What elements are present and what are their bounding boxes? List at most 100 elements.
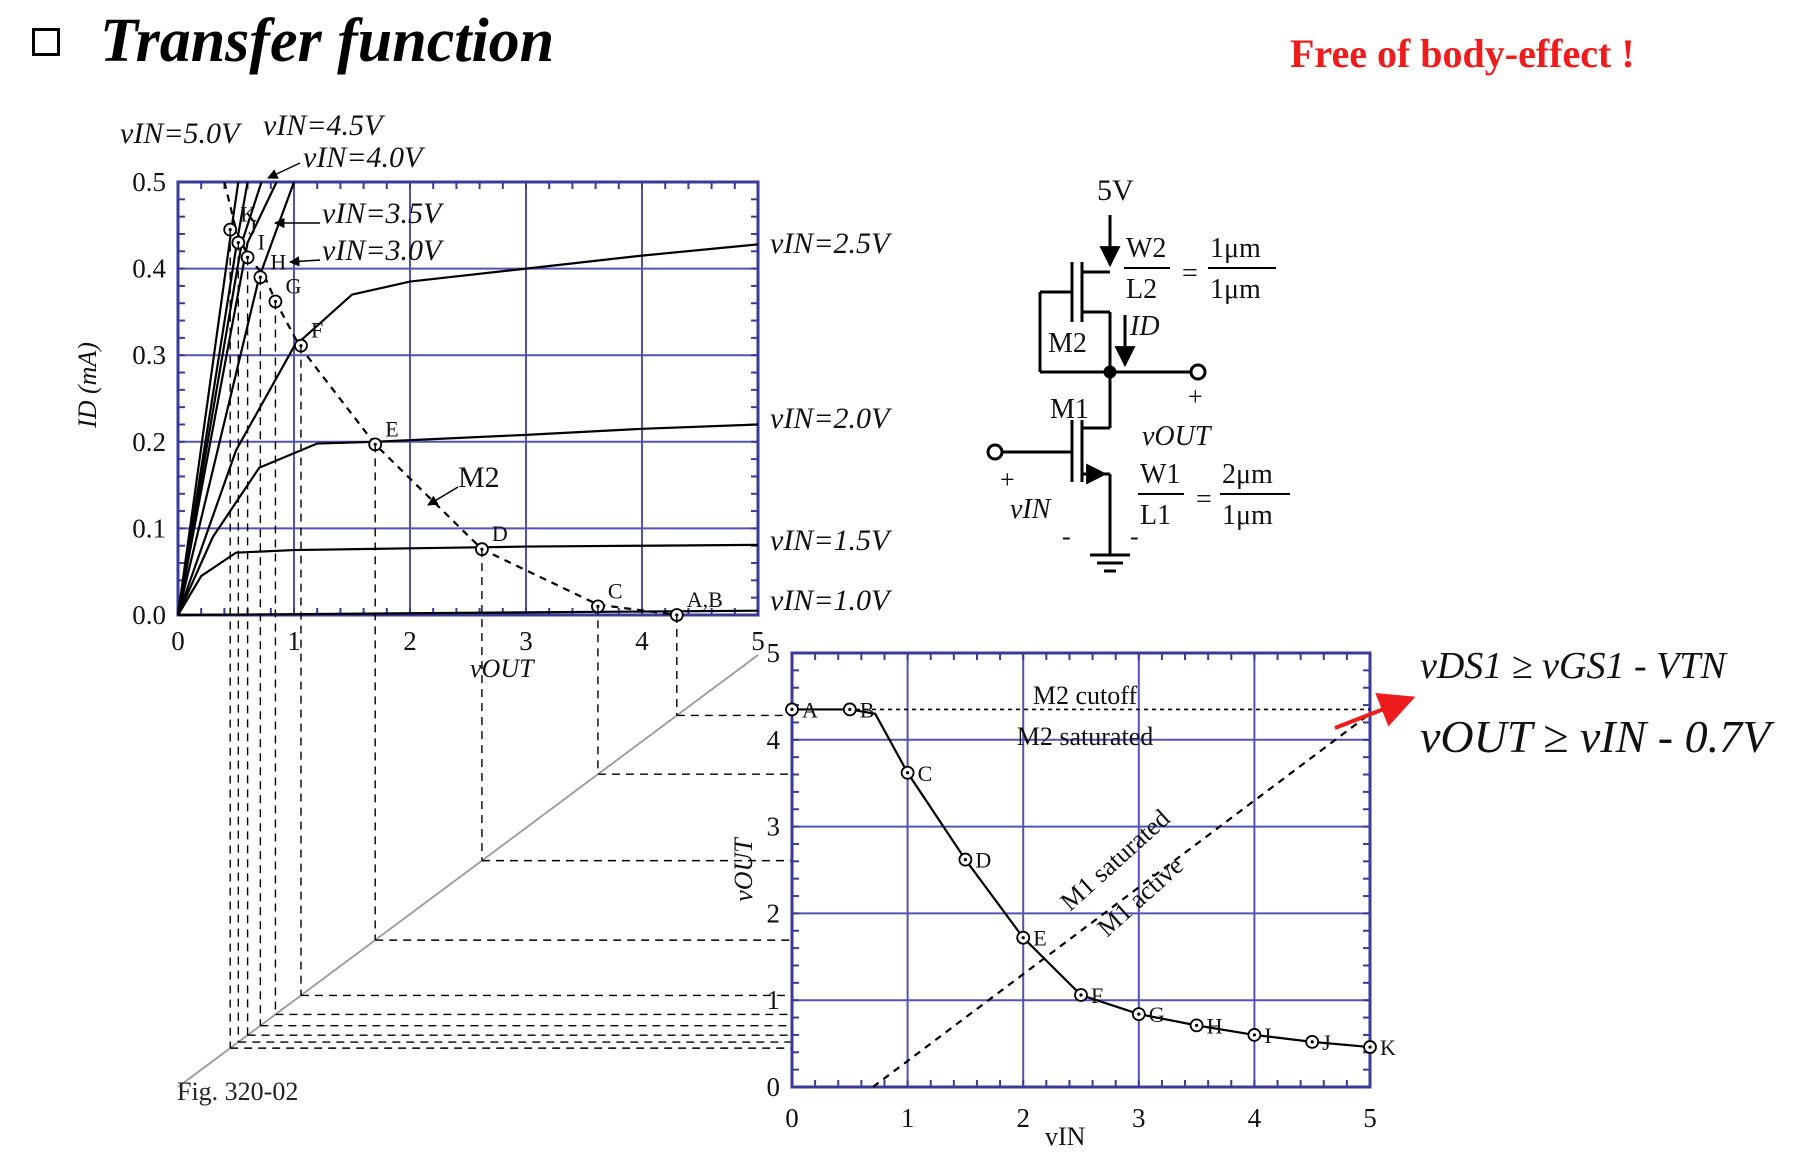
equation-line2: vOUT ≥ vIN - 0.7V xyxy=(1420,711,1775,762)
point-label: A xyxy=(802,697,818,722)
chart2-series xyxy=(792,708,1371,1088)
point-label: A,B xyxy=(687,587,723,612)
data-point-dot xyxy=(848,707,852,712)
body-effect-note: Free of body-effect ! xyxy=(1290,31,1635,76)
x-tick-label: 3 xyxy=(1132,1103,1146,1133)
chart-frame xyxy=(176,180,760,617)
series-line xyxy=(792,708,1371,1049)
vin-plus: + xyxy=(1000,465,1015,494)
point-label: K xyxy=(1380,1035,1396,1060)
vin-4.5-label: vIN=4.5V xyxy=(263,109,386,142)
l2-value: 1μm xyxy=(1210,274,1261,305)
point-label: F xyxy=(1091,983,1103,1008)
figure-caption: Fig. 320-02 xyxy=(177,1077,298,1106)
y-tick-label: 4 xyxy=(767,725,781,755)
circuit-labels: 5V M2 M1 ID W2 L2 = 1μm 1μm vOUT + W1 L1… xyxy=(1000,174,1290,551)
y-tick-label: 0.0 xyxy=(132,600,166,630)
y-tick-label: 0.4 xyxy=(132,254,166,284)
data-point-dot xyxy=(1137,1012,1141,1016)
chart1-vin-labels: vIN=5.0V vIN=4.5V vIN=4.0V vIN=3.5V vIN=… xyxy=(120,109,893,617)
id-label: ID xyxy=(1129,311,1160,342)
chart1-ylabel: ID (mA) xyxy=(73,342,102,429)
chart1-xlabel: vOUT xyxy=(470,654,535,683)
m2-load-label: M2 xyxy=(458,461,500,494)
projection-lines xyxy=(177,229,792,1088)
m2-saturated-label: M2 saturated xyxy=(1017,722,1153,751)
vin-2.5-label: vIN=2.5V xyxy=(770,227,893,260)
point-label: K xyxy=(240,202,256,227)
x-tick-label: 4 xyxy=(1248,1103,1262,1133)
y-tick-label: 2 xyxy=(767,898,781,928)
vin-2.0-label: vIN=2.0V xyxy=(770,402,893,435)
x-tick-label: 3 xyxy=(519,626,533,656)
data-point-dot xyxy=(1368,1045,1372,1049)
svg-text:=: = xyxy=(1182,258,1198,289)
data-point-dot xyxy=(1079,993,1083,997)
point-label: G xyxy=(1149,1002,1165,1027)
vin-5.0-label: vIN=5.0V xyxy=(120,117,243,150)
data-point-dot xyxy=(790,707,794,712)
w2-label: W2 xyxy=(1126,233,1166,264)
projection-diagonal xyxy=(177,654,759,1088)
chart2-xlabel: vIN xyxy=(1045,1122,1086,1151)
point-label: E xyxy=(1033,926,1046,951)
data-point-dot xyxy=(1252,1033,1256,1037)
w2-value: 1μm xyxy=(1210,233,1261,264)
x-tick-label: 0 xyxy=(171,626,185,656)
data-point-dot xyxy=(1310,1040,1314,1044)
series-line xyxy=(177,609,759,617)
point-label: B xyxy=(860,697,875,722)
m2-cutoff-label: M2 cutoff xyxy=(1033,681,1138,710)
page-title: Transfer function xyxy=(100,7,555,75)
point-label: C xyxy=(918,761,933,786)
y-tick-label: 0 xyxy=(767,1072,781,1102)
y-tick-label: 1 xyxy=(767,985,781,1015)
vin-3.5-label: vIN=3.5V xyxy=(322,197,445,230)
boundary-arrow xyxy=(1334,692,1416,730)
vout-plus: + xyxy=(1188,382,1203,411)
series-line xyxy=(176,423,759,616)
series-line xyxy=(177,543,759,616)
point-label: J xyxy=(1322,1030,1331,1055)
point-label: J xyxy=(248,215,257,240)
vout-label: vOUT xyxy=(1142,421,1213,452)
m2-label: M2 xyxy=(1048,328,1087,359)
point-label: I xyxy=(1264,1023,1271,1048)
chart2-ylabel: vOUT xyxy=(729,837,758,902)
l1-label: L1 xyxy=(1140,500,1171,531)
point-label: E xyxy=(385,416,398,441)
x-tick-label: 5 xyxy=(1363,1103,1377,1133)
svg-text:=: = xyxy=(1196,484,1212,515)
l1-value: 1μm xyxy=(1222,500,1273,531)
y-tick-label: 0.1 xyxy=(132,513,166,543)
x-tick-label: 2 xyxy=(1016,1103,1030,1133)
vin-1.5-label: vIN=1.5V xyxy=(770,524,893,557)
w1-value: 2μm xyxy=(1222,459,1273,490)
point-label: H xyxy=(270,249,286,274)
m1-label: M1 xyxy=(1050,394,1089,425)
point-label: I xyxy=(258,229,265,254)
vin-3.0-label: vIN=3.0V xyxy=(322,234,445,267)
data-point-dot xyxy=(906,771,910,775)
x-tick-label: 4 xyxy=(635,626,649,656)
w1-label: W1 xyxy=(1140,459,1180,490)
x-tick-label: 1 xyxy=(287,626,301,656)
series-line xyxy=(176,243,759,616)
title-checkbox-icon xyxy=(32,28,60,56)
point-label: F xyxy=(311,318,323,343)
data-point-dot xyxy=(963,857,968,862)
chart-frame xyxy=(790,651,1372,1089)
vin-label: vIN xyxy=(1010,494,1052,525)
x-tick-label: 0 xyxy=(785,1103,799,1133)
data-point-dot xyxy=(1195,1023,1199,1027)
point-label: G xyxy=(285,274,301,299)
series-line xyxy=(176,181,278,616)
point-label: H xyxy=(1207,1013,1223,1038)
